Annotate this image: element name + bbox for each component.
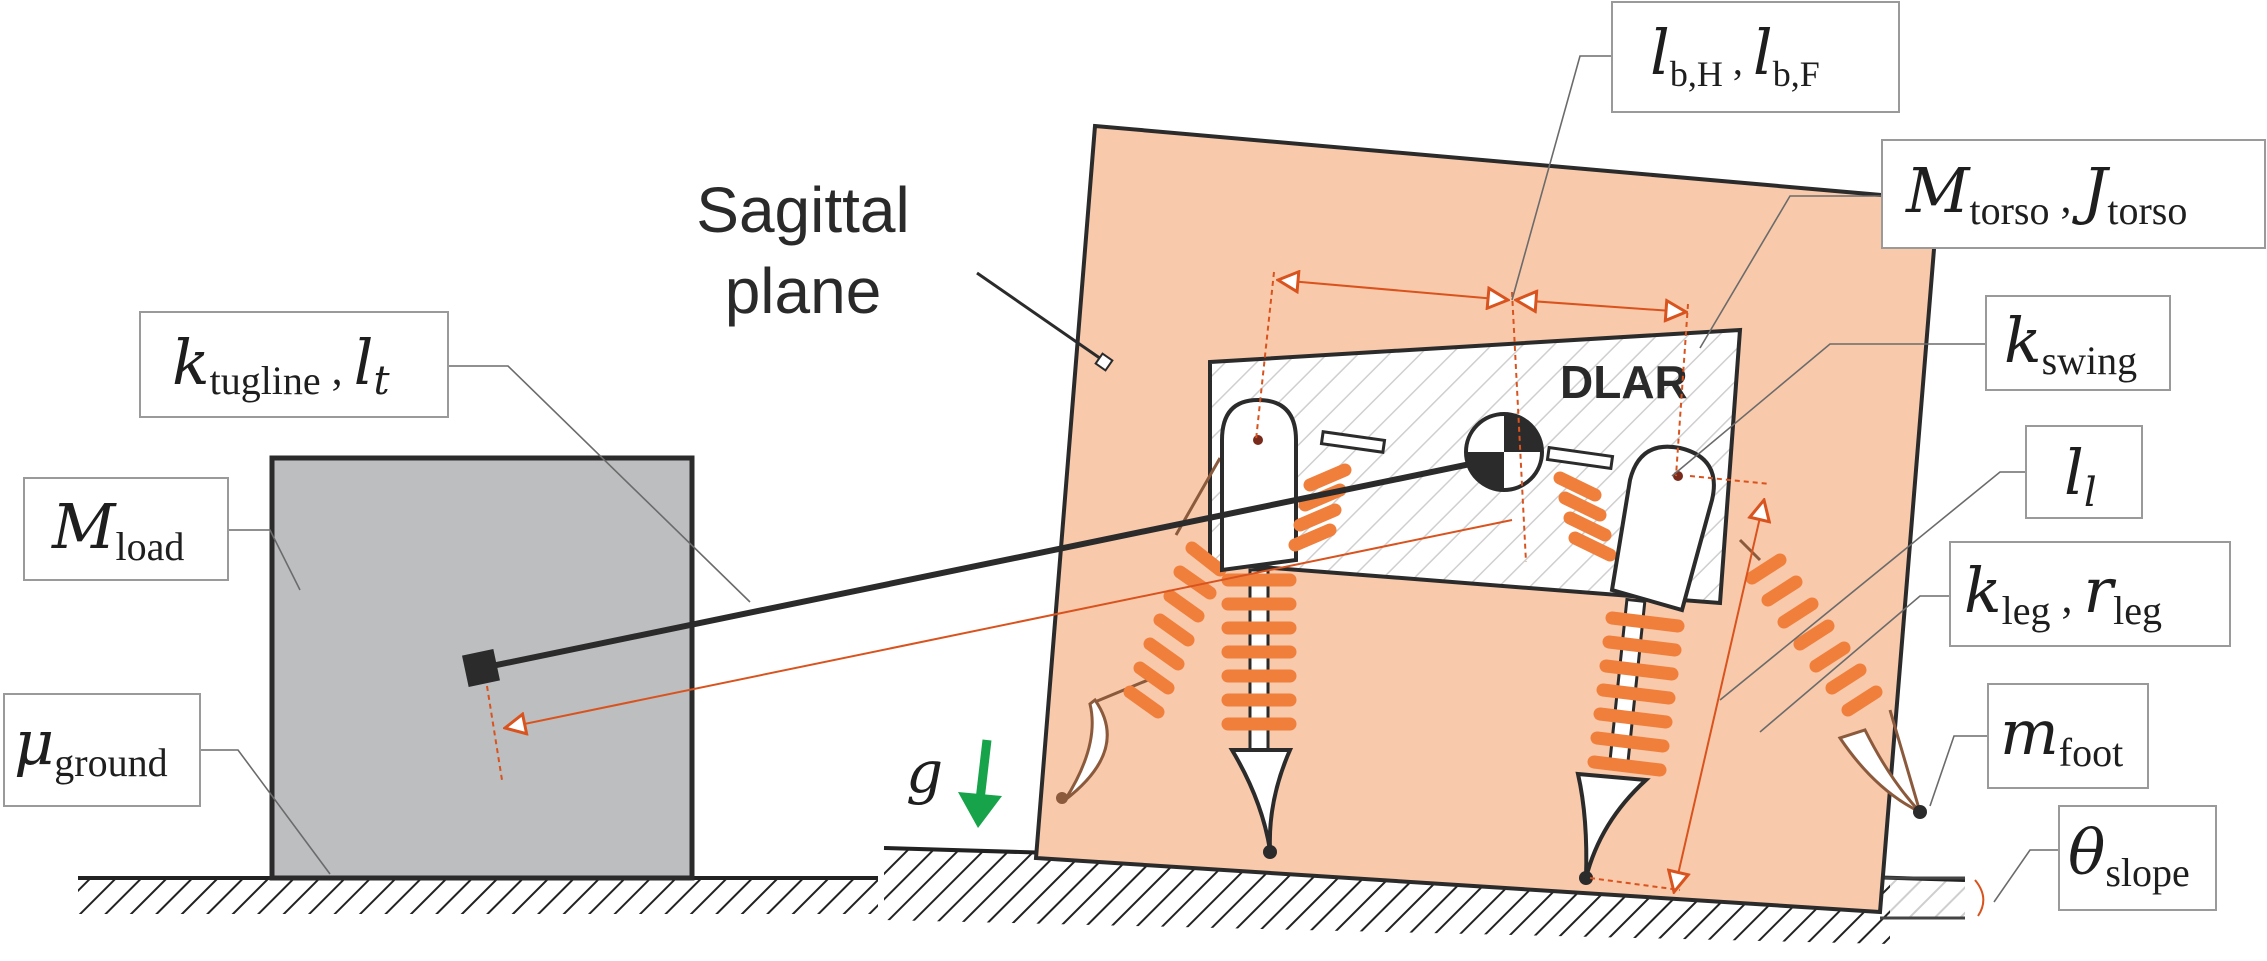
label-mu-ground: μground (3, 693, 201, 807)
svg-text:mfoot: mfoot (2000, 696, 2123, 775)
fore-swing-leg (1738, 538, 1927, 819)
svg-text:ktugline , lt: ktugline , lt (172, 326, 391, 404)
plane-leader (976, 271, 1105, 363)
tugline-anchor (462, 649, 500, 687)
label-theta-slope: θslope (2058, 805, 2217, 911)
center-of-mass-icon (1464, 412, 1544, 492)
plane-marker (1094, 352, 1114, 372)
fore-swing-spring (1545, 445, 1617, 562)
gravity-arrow-icon (958, 739, 1002, 828)
tugline (481, 459, 1481, 671)
dlar-logo: DLAR (1560, 356, 1688, 408)
gravity-label: g (906, 738, 943, 806)
label-kswing: kswing (1985, 295, 2171, 391)
svg-text:ll: ll (2064, 436, 2097, 516)
hind-stance-leg (1221, 568, 1297, 859)
svg-text:μground: μground (14, 706, 168, 785)
label-lb: lb,H , lb,F (1611, 1, 1900, 113)
label-ktugline: ktugline , lt (139, 311, 449, 418)
slope-angle-mark (1974, 879, 1985, 917)
ground-left (78, 876, 878, 914)
dimension-lines (486, 272, 1770, 892)
label-mtorso: Mtorso , Jtorso (1881, 139, 2266, 249)
label-kleg: kleg , rleg (1949, 541, 2231, 647)
svg-text:kleg , rleg: kleg , rleg (1964, 554, 2162, 633)
plane-label-line1: Sagittal (696, 174, 909, 246)
label-mfoot: mfoot (1987, 683, 2149, 789)
hind-hip (1220, 397, 1298, 573)
svg-text:lb,H , lb,F: lb,H , lb,F (1650, 16, 1820, 94)
leader-lines (200, 55, 2059, 903)
svg-text:Mtorso , Jtorso: Mtorso , Jtorso (1905, 154, 2187, 233)
label-mload: Mload (23, 477, 229, 581)
svg-text:θslope: θslope (2068, 816, 2190, 895)
label-ll: ll (2025, 425, 2143, 519)
plane-label-line2: plane (725, 255, 882, 327)
svg-text:Mload: Mload (51, 490, 184, 569)
svg-text:kswing: kswing (2004, 304, 2137, 383)
